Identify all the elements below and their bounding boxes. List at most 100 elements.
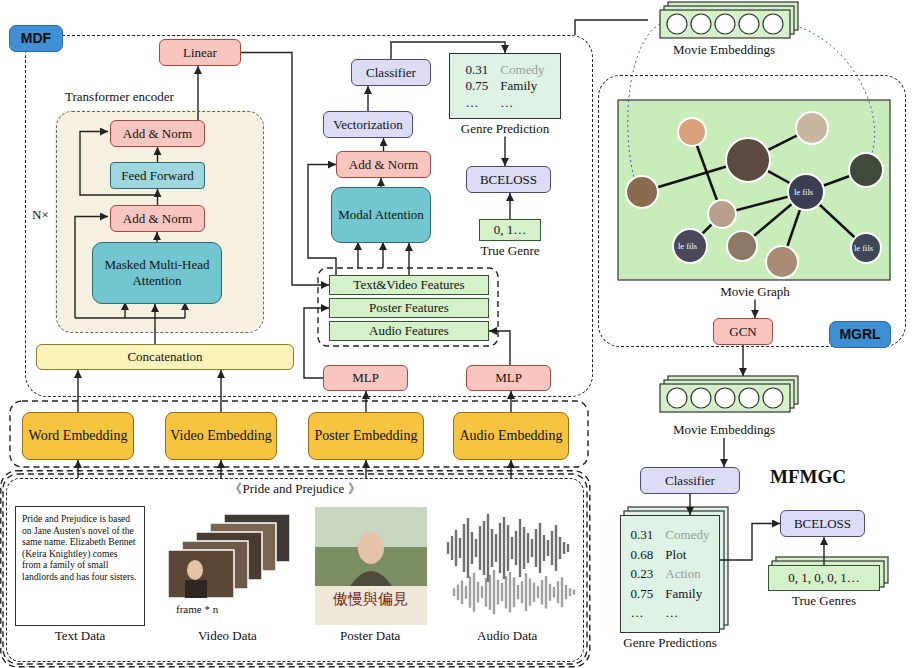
connector <box>510 460 511 478</box>
box-label: Poster Features <box>369 300 449 316</box>
side-label: N× <box>32 207 49 223</box>
prediction-value: … <box>665 605 709 621</box>
prediction-value: Comedy <box>500 62 544 78</box>
graph-node-label: le fils <box>854 243 873 253</box>
prediction-value: Plot <box>665 547 709 563</box>
add-norm-box: Add & Norm <box>336 151 431 178</box>
feature-box: Text&Video Features <box>329 275 489 295</box>
mlp-box: MLP <box>323 365 408 391</box>
box-label: MLP <box>352 370 379 386</box>
prediction-value: 0.31 <box>466 62 489 78</box>
connector <box>380 178 381 187</box>
caption: Video Data <box>198 628 257 644</box>
box-label: 0, 1… <box>494 222 527 238</box>
box-label: Classifier <box>665 473 715 489</box>
prediction-box: 0.31Comedy0.68Plot0.23Action0.75Family……… <box>620 515 720 633</box>
box-label: Word Embedding <box>29 428 128 445</box>
connector <box>720 524 780 561</box>
movie-embeddings: Movie Embeddings <box>648 376 800 438</box>
box-label: Modal Attention <box>338 207 424 223</box>
prediction-box: 0.31Comedy0.75Family……Genre Prediction <box>449 53 561 119</box>
concatenation-box: Concatenation <box>36 344 294 370</box>
prediction-value: … <box>631 605 654 621</box>
connector <box>365 460 366 478</box>
box-label: Poster Embedding <box>314 428 417 445</box>
add-norm-box: Add & Norm <box>110 120 205 147</box>
tag-label: MDF <box>9 25 63 52</box>
box-label: MLP <box>495 370 522 386</box>
prediction-value: 0.75 <box>466 78 489 94</box>
box-label: Classifier <box>366 65 416 81</box>
caption: Poster Data <box>340 628 400 644</box>
linear-box: Linear <box>159 39 241 66</box>
connector <box>723 438 724 467</box>
gcn-box: GCN <box>713 318 773 345</box>
connector <box>220 370 221 412</box>
box-label: Add & Norm <box>123 126 192 142</box>
box-label: BCELOSS <box>794 516 851 532</box>
connector <box>77 370 78 412</box>
add-norm-box: Add & Norm <box>110 205 205 232</box>
prediction-value: 0.23 <box>631 566 654 582</box>
connector <box>154 304 155 344</box>
connector <box>823 537 824 565</box>
connector <box>365 391 366 412</box>
video-frames <box>168 514 290 598</box>
audio-waveform <box>448 514 574 614</box>
prediction-value: … <box>500 95 544 111</box>
box-label: Concatenation <box>127 349 202 365</box>
caption: Genre Prediction <box>461 121 549 137</box>
feature-box: Audio Features <box>329 321 489 341</box>
side-label: Transformer encoder <box>65 89 174 105</box>
embedding-box: Video Embedding <box>165 412 277 460</box>
prediction-value: Comedy <box>665 527 709 543</box>
movie-graph: Movie Graph <box>619 101 891 281</box>
prediction-value: Action <box>665 566 709 582</box>
label-box: 0, 1, 0, 0, 1…True Genres <box>768 565 880 591</box>
loss-box: BCELOSS <box>466 166 551 193</box>
prediction-value: Family <box>500 78 544 94</box>
box-label: Audio Embedding <box>459 428 562 445</box>
box-label: Feed Forward <box>121 168 194 184</box>
text-data-box: Pride and Prejudice is based on Jane Aus… <box>15 506 145 626</box>
embedding-links <box>628 24 875 178</box>
caption: Movie Graph <box>720 284 790 300</box>
poster-image <box>315 507 427 625</box>
movie-graph-picture <box>618 100 890 280</box>
vectorization-box: Vectorization <box>323 111 413 138</box>
mlp-box: MLP <box>466 365 551 391</box>
connector <box>408 243 409 275</box>
prediction-value: 0.31 <box>631 527 654 543</box>
mgrl-region: MGRLMovie Graph <box>598 75 906 347</box>
embedding-box: Poster Embedding <box>308 412 424 460</box>
group-outlines <box>1 268 590 667</box>
graph-node-label: le fils <box>794 187 813 197</box>
box-label: GCN <box>729 324 756 340</box>
box-label: BCELOSS <box>480 172 537 188</box>
caption: Movie Embeddings <box>648 422 800 438</box>
box-label: Text&Video Features <box>353 277 464 293</box>
box-label: Vectorization <box>333 117 402 133</box>
box-label: 0, 1, 0, 0, 1… <box>788 570 860 586</box>
connector <box>241 53 329 286</box>
modal-attention-box: Modal Attention <box>331 187 431 243</box>
classifier-box: Classifier <box>351 59 431 86</box>
mdf-region: MDFLinearTransformer encoderN×Add & Norm… <box>25 35 593 397</box>
box-label: Add & Norm <box>349 157 418 173</box>
transformer-encoder: Transformer encoderN×Add & NormFeed Forw… <box>56 111 264 333</box>
feed-forward-box: Feed Forward <box>110 162 205 189</box>
group-title: 《Pride and Prejudice 》 <box>7 481 583 497</box>
embedding-box: Audio Embedding <box>453 412 569 460</box>
prediction-value: 0.75 <box>631 586 654 602</box>
box-label: Pride and Prejudice is based on Jane Aus… <box>22 513 138 582</box>
connector <box>383 138 384 151</box>
loss-box: BCELOSS <box>780 510 865 537</box>
caption: Genre Predictions <box>623 635 717 651</box>
box-label: Masked Multi-Head Attention <box>93 257 221 288</box>
feature-box: Poster Features <box>329 298 489 318</box>
connector <box>156 232 157 242</box>
encoder-ground <box>55 110 263 332</box>
connector <box>220 460 221 478</box>
connector <box>504 137 505 166</box>
box-label: Add & Norm <box>123 211 192 227</box>
